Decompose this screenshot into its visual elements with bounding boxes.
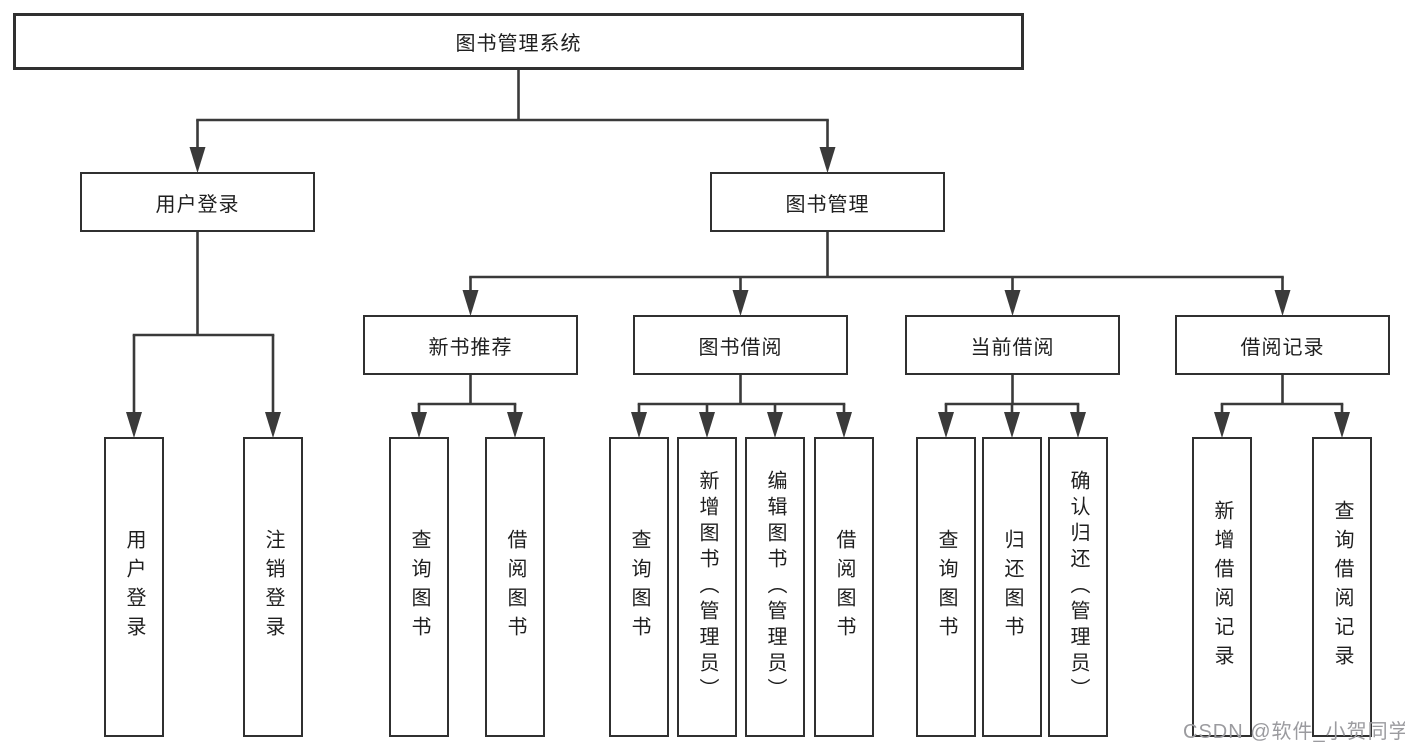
- leaf-recommend-query-book: 查询图书: [389, 437, 449, 737]
- arrowhead-icon: [1070, 412, 1086, 438]
- arrowhead-icon: [699, 412, 715, 438]
- node-book-management: 图书管理: [710, 172, 945, 232]
- leaf-user-login: 用户登录: [104, 437, 164, 737]
- arrowhead-icon: [462, 290, 479, 316]
- leaf-query-borrow-record: 查询借阅记录: [1312, 437, 1372, 737]
- node-root-system: 图书管理系统: [13, 13, 1024, 70]
- arrowhead-icon: [767, 412, 783, 438]
- arrowhead-icon: [938, 412, 954, 438]
- arrowhead-icon: [507, 412, 523, 438]
- leaf-return-book: 归还图书: [982, 437, 1042, 737]
- leaf-borrow-query-book: 查询图书: [609, 437, 669, 737]
- arrowhead-icon: [1214, 412, 1230, 438]
- arrowhead-icon: [1004, 412, 1020, 438]
- arrowhead-icon: [126, 412, 142, 438]
- node-user-login: 用户登录: [80, 172, 315, 232]
- arrowhead-icon: [631, 412, 647, 438]
- leaf-current-query-book: 查询图书: [916, 437, 976, 737]
- node-book-borrow: 图书借阅: [633, 315, 848, 375]
- arrowhead-icon: [819, 147, 836, 173]
- leaf-add-borrow-record: 新增借阅记录: [1192, 437, 1252, 737]
- leaf-recommend-borrow-book: 借阅图书: [485, 437, 545, 737]
- arrowhead-icon: [1334, 412, 1350, 438]
- leaf-add-book-admin: 新增图书（管理员）: [677, 437, 737, 737]
- arrowhead-icon: [265, 412, 281, 438]
- node-new-book-recommend: 新书推荐: [363, 315, 578, 375]
- arrowhead-icon: [836, 412, 852, 438]
- leaf-borrow-book: 借阅图书: [814, 437, 874, 737]
- arrowhead-icon: [1004, 290, 1021, 316]
- leaf-edit-book-admin: 编辑图书（管理员）: [745, 437, 805, 737]
- node-current-borrow: 当前借阅: [905, 315, 1120, 375]
- arrowhead-icon: [189, 147, 206, 173]
- arrowhead-icon: [732, 290, 749, 316]
- arrowhead-icon: [1274, 290, 1291, 316]
- leaf-confirm-return-admin: 确认归还（管理员）: [1048, 437, 1108, 737]
- arrowhead-icon: [411, 412, 427, 438]
- csdn-watermark: CSDN @软件_小贺同学: [1183, 721, 1405, 743]
- leaf-logout: 注销登录: [243, 437, 303, 737]
- node-borrow-record: 借阅记录: [1175, 315, 1390, 375]
